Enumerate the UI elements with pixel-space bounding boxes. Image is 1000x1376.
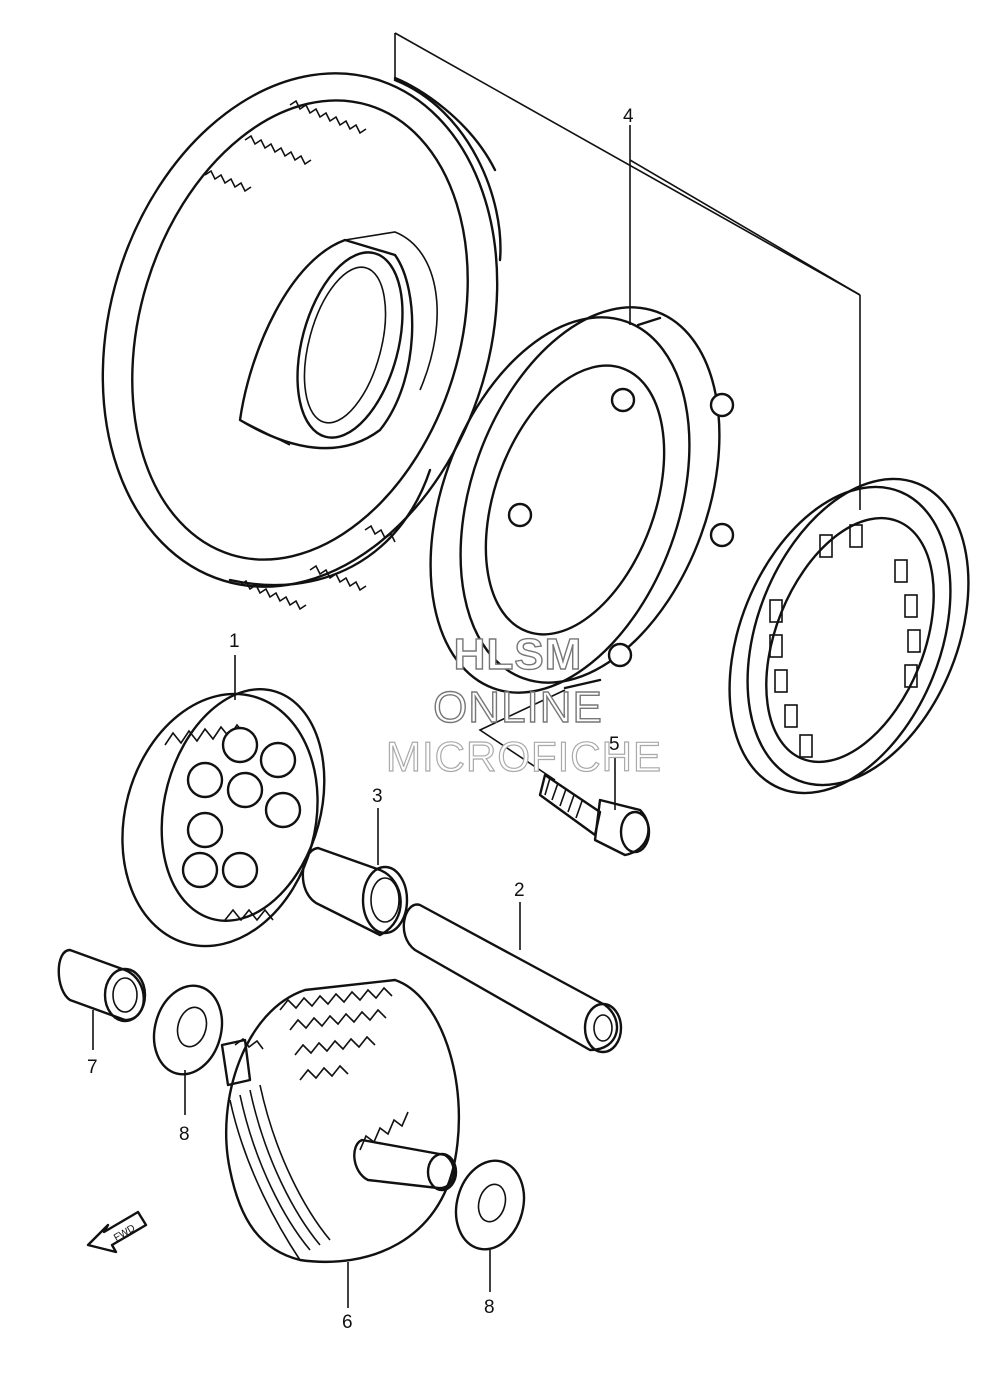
callout-numbers: 1 2 3 4 5 6 7 8 8 [87,106,634,1333]
callout-2: 2 [514,880,525,901]
callout-5: 5 [609,734,620,755]
callout-8-right: 8 [484,1297,495,1318]
callout-leaders [92,655,616,1308]
washer-left [152,984,224,1076]
bushing [57,948,147,1023]
washer-right [454,1159,526,1251]
watermark-line-3: MICROFICHE [385,732,662,780]
starter-clutch-body [429,306,735,694]
starter-idle-gear [121,688,326,948]
one-way-clutch-bearing [728,477,970,795]
starter-driven-gear [101,72,502,611]
fwd-arrow-icon: FWD [86,1210,148,1254]
starter-clutch-gear [220,978,461,1264]
idle-gear-shaft [402,903,623,1054]
callout-3: 3 [372,786,383,807]
callout-7: 7 [87,1057,98,1078]
callout-4: 4 [623,106,634,127]
callout-6: 6 [342,1312,353,1333]
callout-1: 1 [229,631,240,652]
assembly-bracket-4 [394,32,861,510]
watermark-line-2: ONLINE [432,682,603,732]
watermark-line-1: HLSM [453,629,583,679]
clutch-bolt [538,773,651,857]
idle-gear-spacer [301,846,409,937]
callout-8-left: 8 [179,1124,190,1145]
